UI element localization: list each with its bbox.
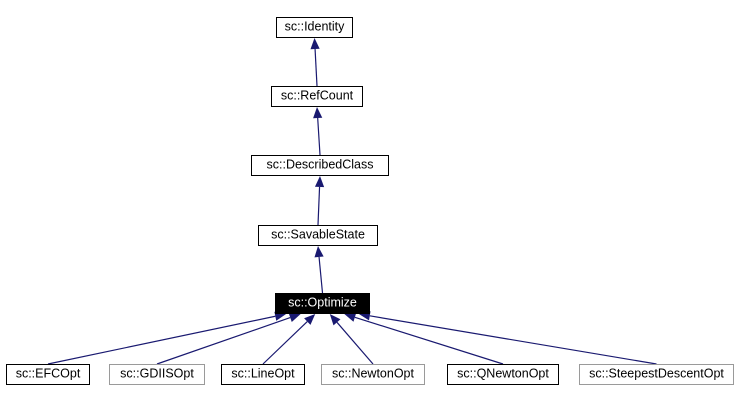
class-node-identity[interactable]: sc::Identity <box>276 17 353 38</box>
class-node-label: sc::SteepestDescentOpt <box>589 366 724 381</box>
inheritance-arrowhead-refcount-to-identity <box>310 38 320 50</box>
class-node-label: sc::LineOpt <box>231 366 295 381</box>
class-node-savable[interactable]: sc::SavableState <box>258 225 378 246</box>
class-node-line[interactable]: sc::LineOpt <box>221 364 305 385</box>
inheritance-arrowhead-qnewton-to-optimize <box>344 312 357 322</box>
class-node-label: sc::DescribedClass <box>266 157 374 172</box>
class-node-efc[interactable]: sc::EFCOpt <box>6 364 90 385</box>
class-node-gdiis[interactable]: sc::GDIISOpt <box>109 364 205 385</box>
class-node-label: sc::Optimize <box>288 295 357 310</box>
inheritance-edge-savable-to-described <box>317 186 321 226</box>
class-node-refcount[interactable]: sc::RefCount <box>271 86 363 107</box>
class-node-optimize[interactable]: sc::Optimize <box>275 293 370 314</box>
inheritance-edge-optimize-to-savable <box>318 256 324 294</box>
class-node-qnewton[interactable]: sc::QNewtonOpt <box>447 364 559 385</box>
inheritance-edge-efc-to-optimize <box>47 315 276 365</box>
class-node-described[interactable]: sc::DescribedClass <box>251 155 389 176</box>
class-node-label: sc::RefCount <box>280 88 354 103</box>
inheritance-edge-described-to-refcount <box>317 117 321 156</box>
inheritance-arrowhead-described-to-refcount <box>313 107 323 119</box>
class-node-label: sc::GDIISOpt <box>120 366 194 381</box>
class-node-label: sc::Identity <box>284 19 345 34</box>
inheritance-arrowhead-savable-to-described <box>314 176 325 188</box>
inheritance-edge-gdiis-to-optimize <box>156 317 291 365</box>
inheritance-edge-qnewton-to-optimize <box>354 316 504 365</box>
inheritance-arrowhead-optimize-to-savable <box>314 246 324 258</box>
class-node-label: sc::SavableState <box>271 227 365 242</box>
class-node-label: sc::EFCOpt <box>15 366 81 381</box>
inheritance-edge-refcount-to-identity <box>314 48 318 87</box>
class-node-steepest[interactable]: sc::SteepestDescentOpt <box>579 364 734 385</box>
class-node-label: sc::NewtonOpt <box>332 366 414 381</box>
inheritance-edge-newton-to-optimize <box>336 321 374 365</box>
inheritance-edge-line-to-optimize <box>262 321 308 365</box>
inheritance-edge-steepest-to-optimize <box>369 315 657 365</box>
class-node-newton[interactable]: sc::NewtonOpt <box>321 364 425 385</box>
inheritance-arrowhead-efc-to-optimize <box>274 311 287 321</box>
inheritance-arrowhead-gdiis-to-optimize <box>288 313 301 322</box>
inheritance-arrowhead-newton-to-optimize <box>329 314 341 326</box>
inheritance-arrowhead-line-to-optimize <box>304 314 316 325</box>
class-node-label: sc::QNewtonOpt <box>457 366 549 381</box>
